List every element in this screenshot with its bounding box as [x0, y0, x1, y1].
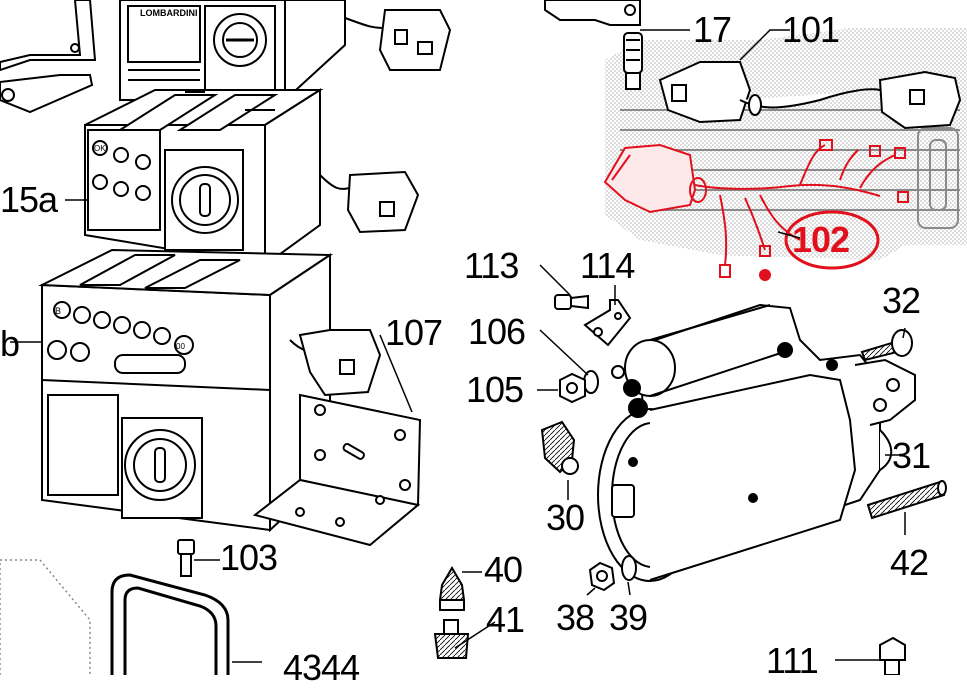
part-label-101: 101: [782, 9, 840, 50]
connector-top: [344, 9, 452, 71]
boot-30: [540, 420, 579, 475]
bolt-111: [879, 636, 906, 675]
part-label-39: 39: [609, 597, 648, 638]
part-17-pin: [623, 32, 643, 90]
part-label-111: 111: [766, 640, 819, 681]
bracket-114: [583, 299, 632, 347]
part-label-4344: 4344: [283, 647, 360, 688]
stud-42: [866, 480, 947, 520]
bracket-plate-top-left: [0, 0, 97, 114]
sensor-41: [433, 619, 470, 659]
part-label-106: 106: [468, 311, 526, 352]
part-label-103: 103: [220, 537, 278, 578]
gasket-4344: [0, 559, 230, 675]
part-label-102: 102: [792, 219, 850, 260]
panel-00-symbol: 00: [176, 342, 185, 351]
part-label-31: 31: [892, 435, 931, 476]
bracket-top-center: [544, 0, 641, 26]
part-label-15a: 15a: [0, 179, 58, 220]
part-label-b: b: [0, 323, 20, 364]
bracket-107: [252, 393, 422, 547]
wiring-harness-101: [658, 61, 962, 130]
leader-lines: [10, 29, 906, 663]
bolt-32: [860, 329, 913, 362]
washer-39: [621, 555, 637, 581]
nut-105: [559, 372, 586, 404]
washer-106: [583, 370, 599, 394]
brand-lombardini: LOMBARDINI: [140, 8, 198, 18]
part-label-113: 113: [464, 245, 519, 286]
connector-15a: [319, 170, 420, 234]
part-label-38: 38: [556, 597, 595, 638]
control-panel-b: [38, 248, 334, 533]
sensor-40: [438, 566, 466, 611]
connector-b: [289, 329, 382, 397]
screw-113: [554, 294, 589, 310]
part-label-17: 17: [693, 9, 732, 50]
starter-motor-31: [597, 303, 916, 582]
part-label-107: 107: [385, 312, 443, 353]
part-label-42: 42: [890, 542, 929, 583]
engine-block-background: [605, 28, 967, 260]
part-label-30: 30: [546, 497, 585, 538]
panel-ok-symbol: OK: [94, 144, 106, 153]
part-label-41: 41: [486, 599, 525, 640]
part-label-32: 32: [882, 280, 921, 321]
panel-b-symbol: B: [55, 306, 61, 316]
nut-38: [588, 561, 616, 592]
control-panel-top: [119, 0, 346, 103]
control-panel-15a: [84, 88, 324, 267]
part-label-114: 114: [580, 245, 635, 286]
part-label-40: 40: [484, 549, 523, 590]
screw-103: [177, 539, 195, 577]
part-label-105: 105: [466, 369, 524, 410]
